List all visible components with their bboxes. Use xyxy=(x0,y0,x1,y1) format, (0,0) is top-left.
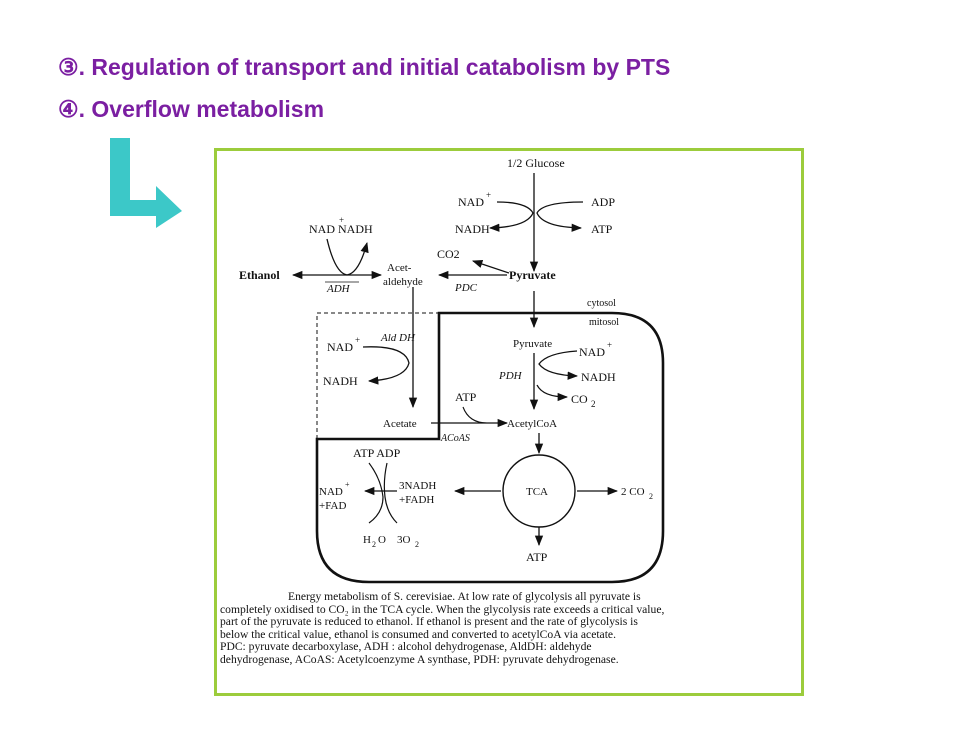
turn-right-arrow-icon xyxy=(110,138,182,228)
nadh-pdh-label: NADH xyxy=(581,370,616,384)
svg-text:+: + xyxy=(355,335,360,345)
dashed-region xyxy=(316,312,439,439)
svg-text:2: 2 xyxy=(649,492,653,501)
nad-plus-ox-label: NAD xyxy=(319,486,343,498)
caption-line: dehydrogenase, ACoAS: Acetylcoenzyme A s… xyxy=(220,652,619,666)
svg-text:2: 2 xyxy=(415,540,419,549)
svg-text:O: O xyxy=(378,534,386,546)
acetylcoa-label: AcetylCoA xyxy=(507,418,557,430)
fad-label: +FAD xyxy=(319,500,346,512)
atp-acoas-label: ATP xyxy=(455,390,477,404)
nad-plus-label: NAD xyxy=(458,195,484,209)
caption-line: part of the pyruvate is reduced to ethan… xyxy=(220,615,638,629)
svg-text:+: + xyxy=(345,480,350,489)
pyruvate-label: Pyruvate xyxy=(509,268,556,282)
atp-label: ATP xyxy=(591,222,613,236)
three-o2-label: 3O xyxy=(397,534,411,546)
h2o-label: H xyxy=(363,534,371,546)
adh-label: ADH xyxy=(326,283,351,295)
svg-text:2: 2 xyxy=(591,399,596,409)
caption-line: Energy metabolism of S. cerevisiae. At l… xyxy=(288,590,641,603)
heading-regulation-pts: ③. Regulation of transport and initial c… xyxy=(58,54,671,80)
aldehyde-label: aldehyde xyxy=(383,276,423,288)
co2-pdh-label: CO xyxy=(571,392,588,406)
atp-adp-label: ATP ADP xyxy=(353,446,401,460)
acetate-label: Acetate xyxy=(383,418,417,430)
nadh-mito-left-label: NADH xyxy=(323,374,358,388)
nad-plus-pdh-label: NAD xyxy=(579,345,605,359)
three-nadh-label: 3NADH xyxy=(399,480,436,492)
adp-label: ADP xyxy=(591,195,615,209)
heading-overflow-metabolism: ④. Overflow metabolism xyxy=(58,96,325,122)
svg-text:+: + xyxy=(607,340,612,350)
acoas-label: ACoAS xyxy=(440,433,470,444)
acet-label: Acet- xyxy=(387,262,412,274)
caption-line: PDC: pyruvate decarboxylase, ADH : alcoh… xyxy=(220,640,592,654)
caption-line: completely oxidised to CO₂ in the TCA cy… xyxy=(220,602,665,616)
tca-label: TCA xyxy=(526,486,548,498)
pdc-label: PDC xyxy=(454,282,478,294)
co2-top-label: CO2 xyxy=(437,247,460,261)
cytosol-label: cytosol xyxy=(587,298,616,309)
pyruvate-mito-label: Pyruvate xyxy=(513,338,552,350)
metabolism-diagram: 1/2 Glucose NAD + NADH ADP ATP CO2 Pyruv… xyxy=(239,156,665,584)
svg-text:+: + xyxy=(339,215,344,225)
glucose-label: 1/2 Glucose xyxy=(507,156,565,170)
figure-caption: Energy metabolism of S. cerevisiae. At l… xyxy=(220,590,796,667)
ethanol-label: Ethanol xyxy=(239,268,280,282)
mitosol-label: mitosol xyxy=(589,317,619,328)
atp-tca-label: ATP xyxy=(526,550,548,564)
nadh-label: NADH xyxy=(455,222,490,236)
two-co2-label: 2 CO xyxy=(621,486,645,498)
pdh-label: PDH xyxy=(498,370,523,382)
aldh-label: Ald DH xyxy=(380,332,416,344)
caption-line: below the critical value, ethanol is con… xyxy=(220,627,616,641)
fadh-label: +FADH xyxy=(399,494,434,506)
nad-nadh-left-label: NAD NADH xyxy=(309,222,373,236)
svg-text:+: + xyxy=(486,190,491,200)
svg-text:2: 2 xyxy=(372,540,376,549)
mitochondrion-boundary xyxy=(315,311,665,584)
nad-plus-mito-label: NAD xyxy=(327,340,353,354)
figure-frame: 1/2 Glucose NAD + NADH ADP ATP CO2 Pyruv… xyxy=(214,148,804,696)
